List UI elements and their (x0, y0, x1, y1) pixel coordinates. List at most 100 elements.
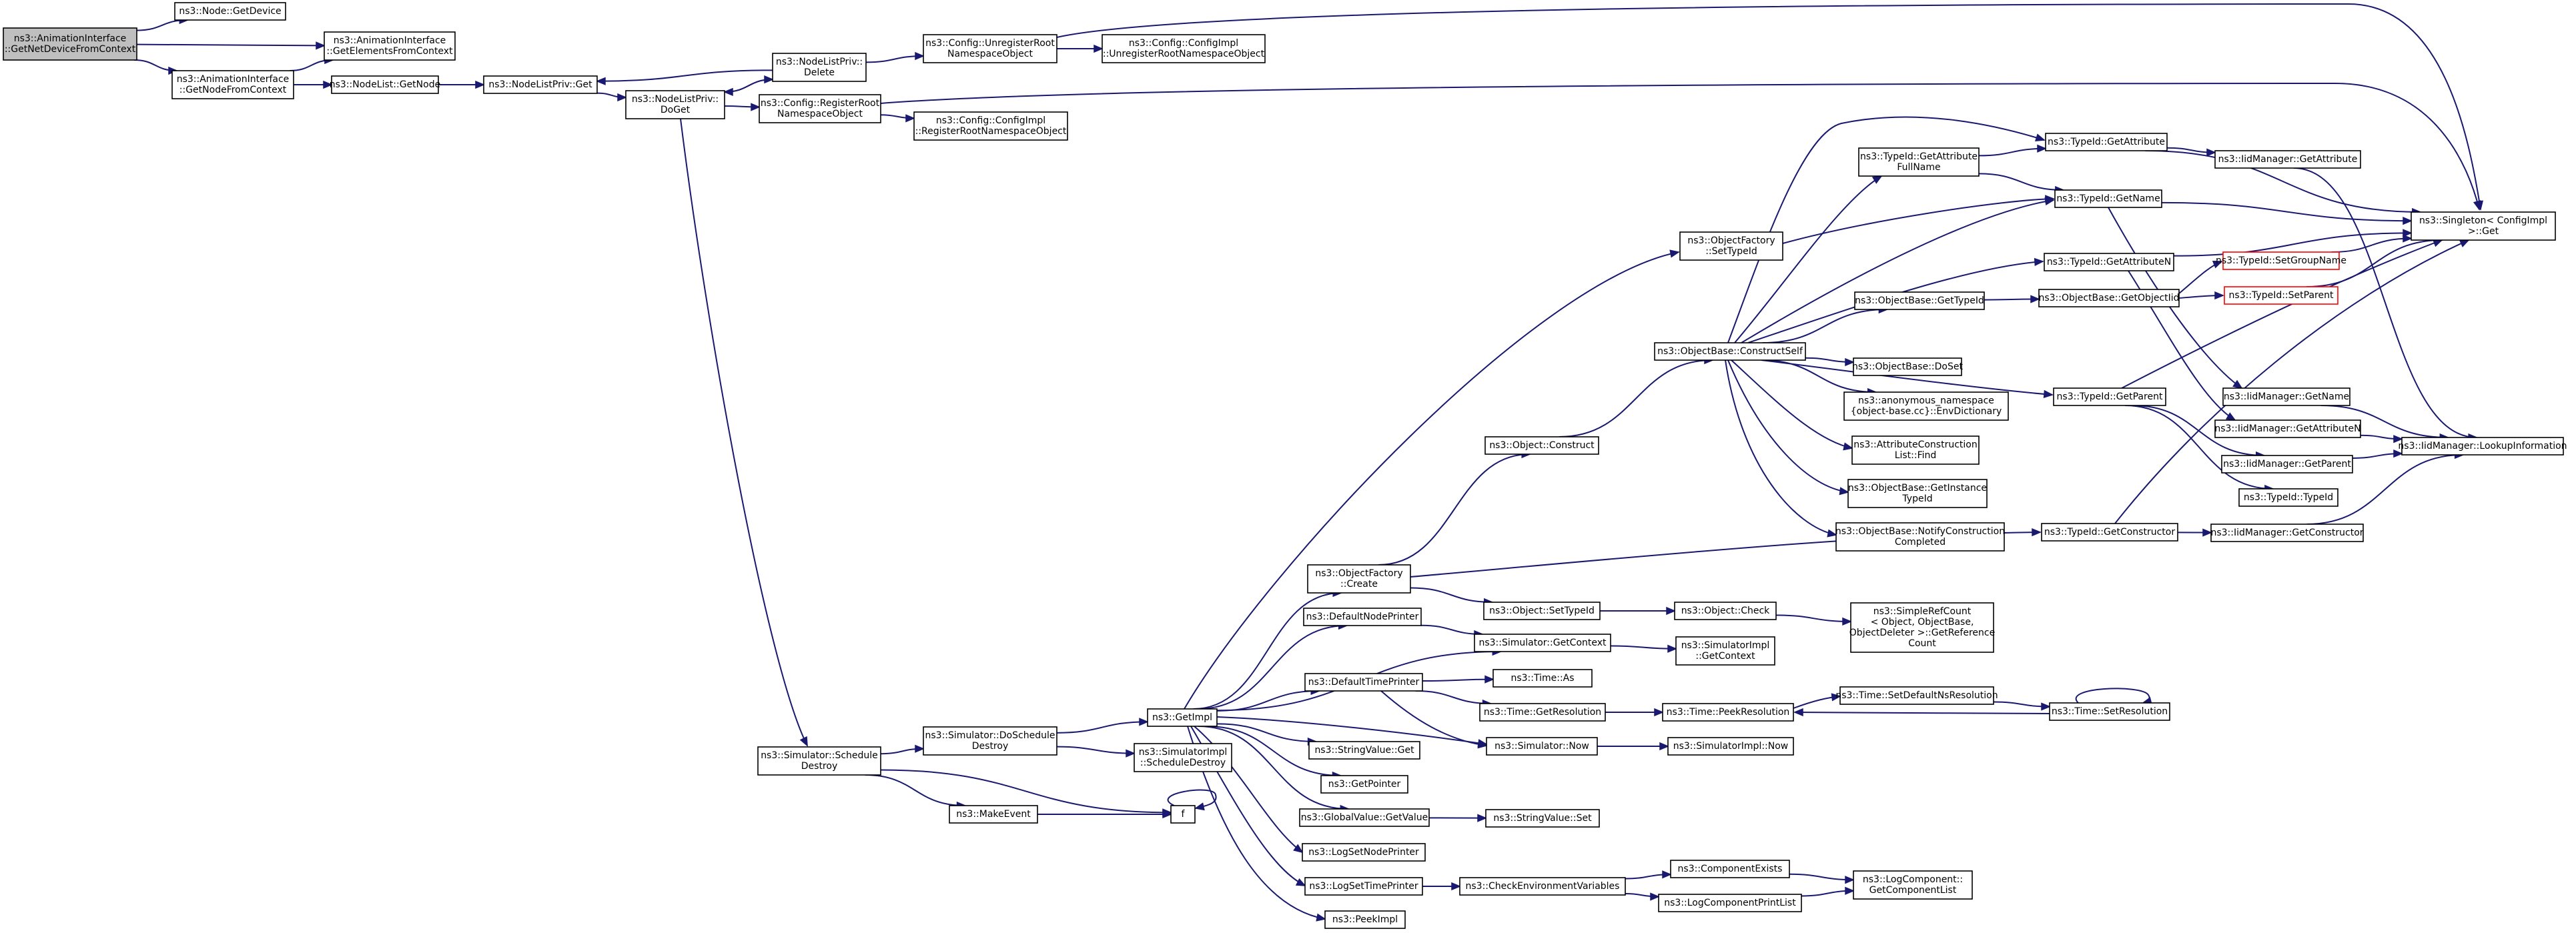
node-root[interactable]: ns3::AnimationInterface::GetNetDeviceFro… (3, 27, 137, 61)
edge-arrowhead (2212, 261, 2223, 269)
node-anonenv[interactable]: ns3::anonymous_namespace{object-base.cc}… (1843, 391, 2009, 421)
call-edge-unregroot-to-singletonget (1056, 3, 2481, 210)
call-edge-simschedule-to-makeevent (865, 774, 965, 806)
node-logsettime[interactable]: ns3::LogSetTimePrinter (1304, 877, 1423, 896)
node-box (1667, 737, 1794, 756)
node-nodelistgetnode[interactable]: ns3::NodeList::GetNode (330, 75, 440, 94)
node-label: ns3::Config::RegisterRoot (761, 98, 880, 109)
node-logcompgetlist[interactable]: ns3::LogComponent::GetComponentList (1853, 870, 1973, 900)
edge-arrowhead (1293, 844, 1304, 854)
node-box (1483, 602, 1601, 620)
node-label: ns3::ObjectFactory (1315, 568, 1402, 579)
node-logcompprintlist[interactable]: ns3::LogComponentPrintList (1658, 894, 1802, 912)
node-objbasenotify[interactable]: ns3::ObjectBase::NotifyConstructionCompl… (1835, 522, 2005, 552)
node-label: ns3::anonymous_namespace (1858, 395, 1994, 406)
node-typeidsetgroup[interactable]: ns3::TypeId::SetGroupName (2216, 251, 2346, 270)
node-box (1324, 910, 1406, 929)
node-simimplnow[interactable]: ns3::SimulatorImpl::Now (1667, 737, 1794, 756)
node-f[interactable]: f (1170, 805, 1196, 824)
node-timesetdefault[interactable]: ns3::Time::SetDefaultNsResolution (1835, 686, 1998, 705)
node-box (1303, 608, 1422, 626)
node-objsettypeid[interactable]: ns3::Object::SetTypeId (1483, 602, 1601, 620)
edge-arrowhead (723, 87, 733, 96)
node-getelements[interactable]: ns3::AnimationInterface::GetElementsFrom… (324, 31, 456, 61)
node-objbasegetobjtid[interactable]: ns3::ObjectBase::GetObjectIid (2038, 289, 2180, 307)
node-timeas[interactable]: ns3::Time::As (1492, 669, 1593, 688)
call-edge-nlpdelete-to-unregroot (865, 55, 924, 63)
node-iidlookup[interactable]: ns3::IidManager::LookupInformation (2398, 437, 2567, 455)
node-typeidgetattr[interactable]: ns3::TypeId::GetAttribute (2045, 133, 2168, 151)
edge-arrowhead (905, 114, 915, 123)
node-globalvalueget[interactable]: ns3::GlobalValue::GetValue (1299, 808, 1430, 827)
node-simgetcontext[interactable]: ns3::Simulator::GetContext (1474, 634, 1611, 652)
node-deftimeprinter[interactable]: ns3::DefaultTimePrinter (1304, 673, 1423, 692)
node-label: ns3::Object::Construct (1489, 440, 1595, 451)
node-label: ns3::TypeId::SetGroupName (2216, 255, 2346, 266)
edge-arrowhead (1843, 442, 1853, 451)
node-label: ns3::Time::SetDefaultNsResolution (1835, 690, 1998, 701)
node-timesetres[interactable]: ns3::Time::SetResolution (2049, 702, 2170, 721)
node-implunreg[interactable]: ns3::Config::ConfigImpl::UnregisterRootN… (1102, 34, 1266, 63)
node-simplerefcount[interactable]: ns3::SimpleRefCount< Object, ObjectBase,… (1849, 602, 1995, 653)
node-objfactsettypeid[interactable]: ns3::ObjectFactory::SetTypeId (1679, 231, 1783, 261)
node-objcheck[interactable]: ns3::Object::Check (1674, 602, 1777, 620)
node-simnow[interactable]: ns3::Simulator::Now (1486, 737, 1598, 756)
node-box (1853, 357, 1962, 376)
node-objbasegettypeid[interactable]: ns3::ObjectBase::GetTypeId (1854, 291, 1985, 310)
node-getpointer[interactable]: ns3::GetPointer (1320, 775, 1408, 794)
node-logsetnode[interactable]: ns3::LogSetNodePrinter (1302, 843, 1426, 862)
node-simschedule[interactable]: ns3::Simulator::ScheduleDestroy (757, 746, 881, 776)
node-implreg[interactable]: ns3::Config::ConfigImpl::RegisterRootNam… (913, 111, 1068, 141)
node-iidgetattr[interactable]: ns3::IidManager::GetAttribute (2214, 150, 2361, 169)
node-compexists[interactable]: ns3::ComponentExists (1670, 860, 1790, 878)
node-timepeekres[interactable]: ns3::Time::PeekResolution (1662, 703, 1794, 722)
edge-arrowhead (1831, 693, 1841, 702)
node-defnodeprinter[interactable]: ns3::DefaultNodePrinter (1303, 608, 1422, 626)
call-edge-getimpl-to-getpointer (1206, 726, 1341, 776)
edge-arrowhead (2403, 229, 2413, 237)
node-nlpdoget[interactable]: ns3::NodeListPriv::DoGet (625, 90, 725, 119)
node-typeidtypeid[interactable]: ns3::TypeId::TypeId (2238, 488, 2338, 507)
node-objbaseconstructself[interactable]: ns3::ObjectBase::ConstructSelf (1654, 342, 1806, 361)
node-objbasedoset[interactable]: ns3::ObjectBase::DoSet (1852, 357, 1963, 376)
node-label: ns3::ObjectBase::DoSet (1852, 361, 1963, 372)
edge-arrowhead (2043, 389, 2054, 399)
node-label: ns3::AnimationInterface (177, 74, 290, 85)
node-simimplsched[interactable]: ns3::SimulatorImpl::ScheduleDestroy (1134, 743, 1232, 772)
node-timegetres[interactable]: ns3::Time::GetResolution (1479, 703, 1606, 722)
node-peekimpl[interactable]: ns3::PeekImpl (1324, 910, 1406, 929)
node-nlpget[interactable]: ns3::NodeListPriv::Get (483, 75, 598, 94)
node-iidgetctor[interactable]: ns3::IidManager::GetConstructor (2210, 524, 2364, 542)
call-edge-objbaseconstructself-to-objbasenotify (1725, 359, 1837, 536)
node-typeidgetname[interactable]: ns3::TypeId::GetName (2054, 189, 2162, 208)
node-singletonget[interactable]: ns3::Singleton< ConfigImpl>::Get (2411, 211, 2556, 241)
node-stringvalueget[interactable]: ns3::StringValue::Get (1308, 741, 1420, 760)
node-unregroot[interactable]: ns3::Config::UnregisterRootNamespaceObje… (923, 34, 1057, 63)
node-getnodefromctx[interactable]: ns3::AnimationInterface::GetNodeFromCont… (171, 70, 294, 99)
node-regroot[interactable]: ns3::Config::RegisterRootNamespaceObject (759, 94, 881, 123)
call-edge-typeidgetattrfull-to-typeidgetattr (1978, 147, 2046, 157)
node-stringvalueset[interactable]: ns3::StringValue::Set (1485, 809, 1600, 828)
node-typeidgetctor[interactable]: ns3::TypeId::GetConstructor (2041, 523, 2178, 542)
node-objfactcreate[interactable]: ns3::ObjectFactory::Create (1307, 564, 1411, 594)
node-typeidgetattrn[interactable]: ns3::TypeId::GetAttributeN (2044, 253, 2174, 271)
node-iidgetattrn[interactable]: ns3::IidManager::GetAttributeN (2214, 419, 2361, 438)
node-checkenv[interactable]: ns3::CheckEnvironmentVariables (1459, 877, 1626, 896)
node-label: ns3::NodeList::GetNode (330, 79, 440, 90)
node-typeidsetparent[interactable]: ns3::TypeId::SetParent (2224, 286, 2338, 305)
node-box (913, 111, 1068, 141)
node-getimpl[interactable]: ns3::GetImpl (1147, 708, 1218, 727)
edge-arrowhead (2473, 200, 2481, 211)
node-iidgetparent[interactable]: ns3::IidManager::GetParent (2221, 455, 2353, 474)
node-makeevent[interactable]: ns3::MakeEvent (949, 805, 1038, 824)
node-iidgetname[interactable]: ns3::IidManager::GetName (2222, 387, 2350, 406)
node-nodegetdevice[interactable]: ns3::Node::GetDevice (174, 2, 286, 21)
node-typeidgetparent[interactable]: ns3::TypeId::GetParent (2053, 387, 2166, 406)
node-objconstruct[interactable]: ns3::Object::Construct (1484, 436, 1599, 455)
node-nlpdelete[interactable]: ns3::NodeListPriv::Delete (772, 53, 867, 82)
node-simimplgetctx[interactable]: ns3::SimulatorImpl::GetContext (1675, 636, 1775, 666)
